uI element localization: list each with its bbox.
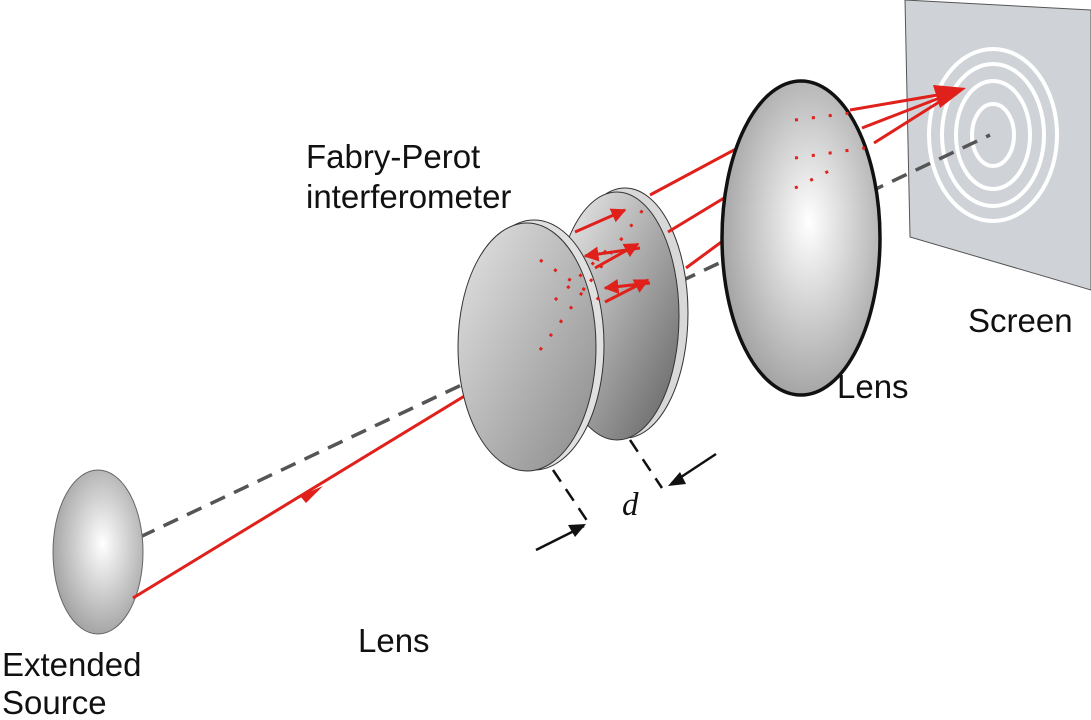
interferometer-label-line1: Fabry-Perot bbox=[306, 138, 481, 175]
interference-rings bbox=[927, 47, 1059, 223]
fp-plate-front bbox=[457, 222, 597, 472]
source-lens bbox=[52, 469, 144, 635]
left-lens-label: Lens bbox=[358, 622, 430, 659]
internal-reflections bbox=[538, 199, 652, 351]
spacing-label: d bbox=[622, 487, 639, 523]
interferometer-label-line2: interferometer bbox=[306, 178, 512, 215]
dimension-arrowhead-right bbox=[668, 472, 686, 486]
focus-arrowhead bbox=[933, 85, 966, 108]
ray-arrowhead bbox=[300, 486, 323, 503]
source-label-line2: Source bbox=[2, 684, 107, 720]
screen-label: Screen bbox=[968, 302, 1073, 339]
source-label-line1: Extended bbox=[2, 646, 142, 683]
lens-dotted-rays bbox=[794, 111, 866, 190]
focusing-lens bbox=[720, 79, 882, 397]
dimension-arrowhead-left bbox=[568, 524, 586, 537]
reflection-arrows bbox=[574, 208, 651, 304]
screen bbox=[904, 0, 1091, 291]
right-lens-label: Lens bbox=[837, 368, 909, 405]
